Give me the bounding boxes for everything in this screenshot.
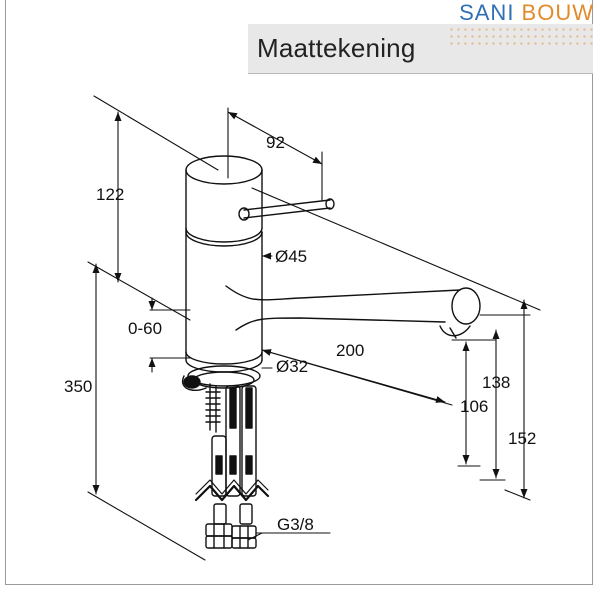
hex-nut-left — [205, 523, 233, 537]
dimension-labels: 92 122 Ø45 0-60 200 Ø32 350 138 106 152 … — [64, 133, 536, 534]
faucet-body — [181, 155, 481, 433]
dim-138: 138 — [482, 373, 510, 392]
dim-152: 152 — [508, 429, 536, 448]
dim-122: 122 — [96, 185, 124, 204]
drawing-frame — [5, 0, 593, 585]
lever-top — [243, 199, 331, 211]
page-title: Maattekening — [257, 33, 416, 63]
dim-0-60: 0-60 — [128, 319, 162, 338]
dim-g3-8-thread: G3/8 — [277, 515, 314, 534]
dim-350: 350 — [64, 377, 92, 396]
spout-top-edge — [225, 285, 461, 301]
sani-bouw-logo: SANI BOUW — [459, 0, 594, 26]
dim-diameter-32: Ø32 — [276, 357, 308, 376]
hex-nut-right — [231, 525, 257, 539]
logo-word-bouw: BOUW — [521, 0, 594, 25]
dim-200: 200 — [336, 341, 364, 360]
logo-dot-pattern — [448, 26, 596, 46]
dimension-lines — [92, 111, 528, 541]
mounting-ring — [187, 365, 261, 387]
dim-106: 106 — [460, 397, 488, 416]
cap-ring — [185, 227, 263, 243]
cap-top-ellipse — [185, 155, 263, 185]
dim-92: 92 — [266, 133, 285, 152]
supply-hoses — [194, 385, 270, 549]
logo-word-sani: SANI — [459, 0, 522, 25]
break-zigzag — [194, 484, 270, 502]
dim-diameter-45: Ø45 — [275, 247, 307, 266]
spout-end — [451, 287, 481, 325]
